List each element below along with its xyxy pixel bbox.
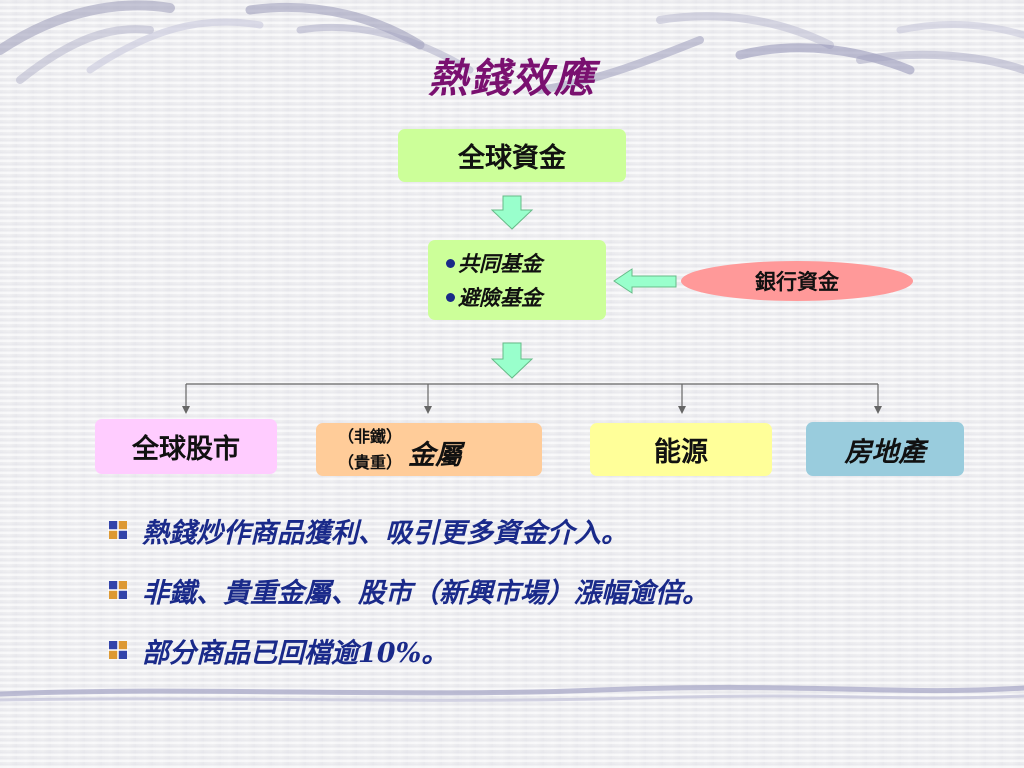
real-estate-box: 房地產: [806, 422, 964, 476]
global-stock-box: 全球股市: [95, 419, 277, 474]
metals-box: （非鐵） （貴重） 金屬: [316, 423, 542, 476]
bullet-text: 非鐵、貴重金屬、股市（新興市場）漲幅逾倍。: [142, 577, 709, 609]
bullet-list: 熱錢炒作商品獲利、吸引更多資金介入。 非鐵、貴重金屬、股市（新興市場）漲幅逾倍。…: [108, 500, 988, 680]
bullet-item: 非鐵、貴重金屬、股市（新興市場）漲幅逾倍。: [108, 560, 988, 620]
square-bullet-icon: [108, 520, 128, 540]
bank-capital-oval: 銀行資金: [681, 261, 913, 301]
fund-item-label: 共同基金: [458, 251, 542, 276]
energy-box: 能源: [590, 423, 772, 476]
bullet-dot-icon: [446, 292, 455, 302]
square-bullet-icon: [108, 580, 128, 600]
fund-item-label: 避險基金: [458, 285, 542, 310]
bullet-item: 部分商品已回檔逾10%。: [108, 620, 988, 680]
metals-label: 金屬: [408, 440, 463, 471]
global-capital-box: 全球資金: [398, 129, 626, 182]
decorative-wave-bottom: [0, 684, 1024, 702]
metals-subtype-precious: （貴重）: [338, 452, 403, 472]
fund-item: 共同基金: [446, 246, 606, 280]
metals-subtypes: （非鐵） （貴重）: [338, 424, 402, 476]
slide-title: 熱錢效應: [428, 55, 596, 102]
funds-box: 共同基金 避險基金: [428, 240, 606, 320]
decorative-wave-top: [0, 0, 1024, 94]
bullet-text: 部分商品已回檔逾10%。: [142, 637, 449, 669]
bullet-dot-icon: [446, 258, 455, 268]
metals-subtype-nonferrous: （非鐵）: [338, 426, 403, 446]
square-bullet-icon: [108, 640, 128, 660]
fund-item: 避險基金: [446, 280, 606, 314]
bullet-text: 熱錢炒作商品獲利、吸引更多資金介入。: [142, 517, 628, 549]
bullet-item: 熱錢炒作商品獲利、吸引更多資金介入。: [108, 500, 988, 560]
